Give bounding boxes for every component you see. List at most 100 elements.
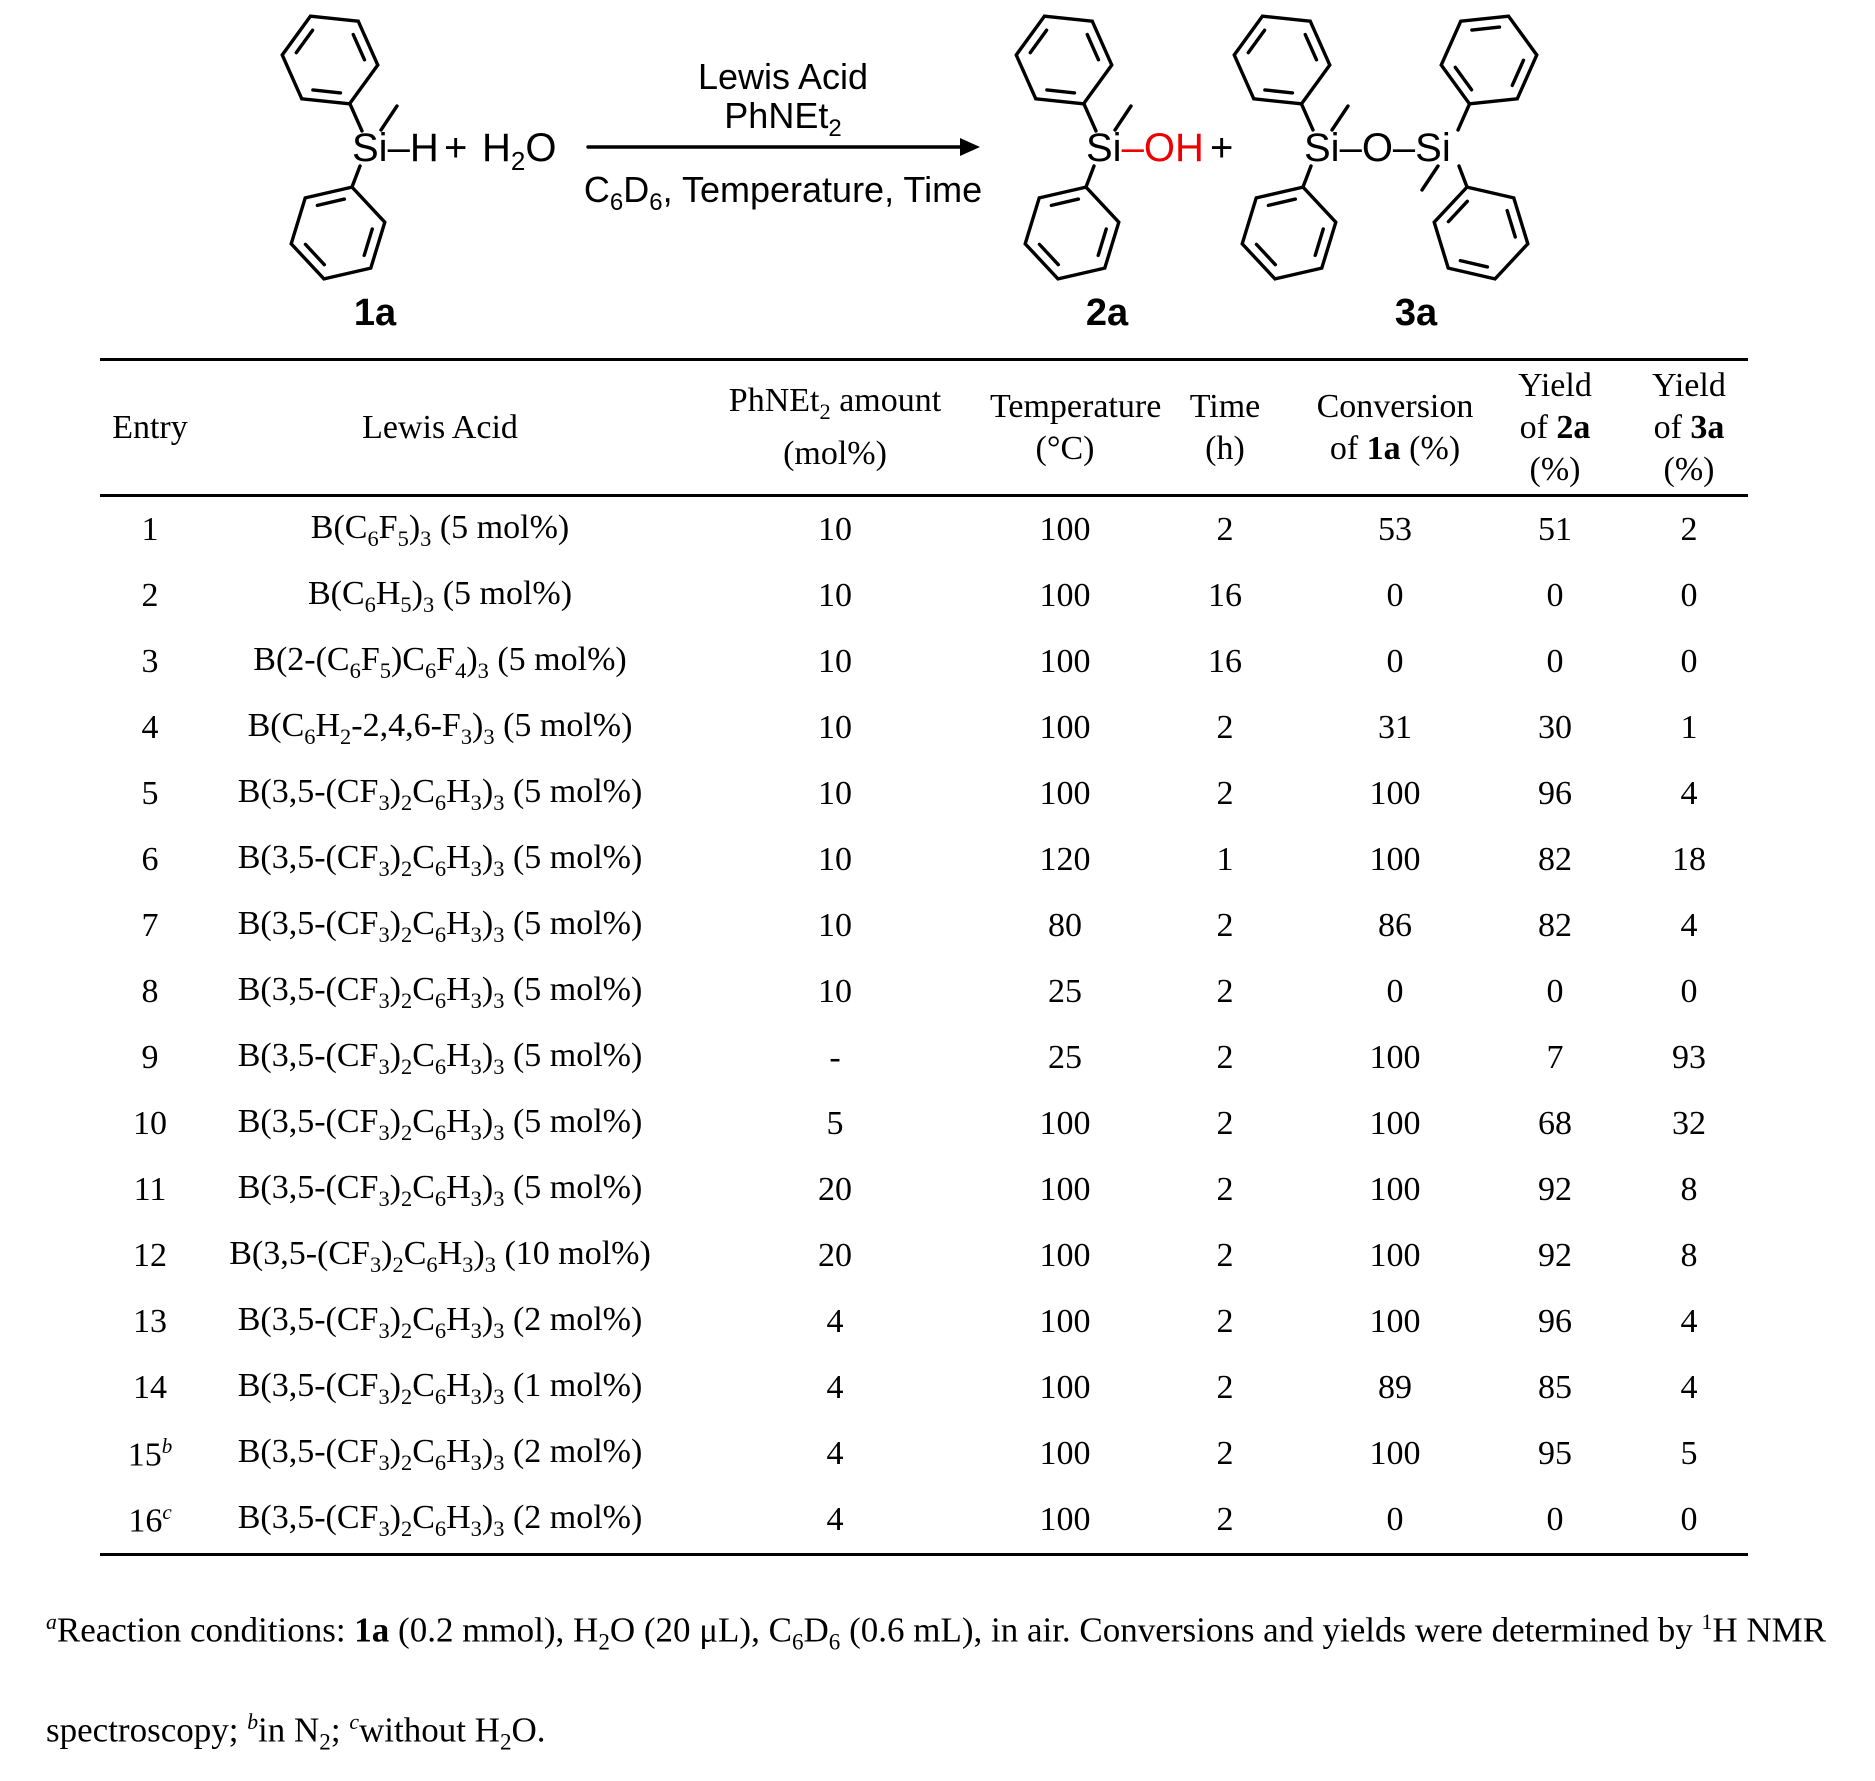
methyl-bond-line: [1420, 164, 1440, 192]
cell-entry: 12: [133, 1237, 167, 1274]
cell-lewis-acid: B(3,5-(CF3)2C6H3)3 (2 mol%): [237, 1498, 643, 1541]
cell-yield-3a: 8: [1680, 1171, 1698, 1208]
cell-time: 16: [1208, 577, 1242, 614]
cell-lewis-acid: B(3,5-(CF3)2C6H3)3 (2 mol%): [237, 1300, 643, 1343]
cell-yield-2a: 92: [1538, 1171, 1572, 1208]
cell-time: 2: [1216, 1039, 1234, 1076]
cell-yield-2a: 82: [1538, 841, 1572, 878]
cell-entry: 10: [133, 1105, 167, 1142]
cell-yield-2a: 82: [1538, 907, 1572, 944]
reactant-si-h-label: Si–H: [352, 126, 439, 170]
compound-label-3a: 3a: [1394, 292, 1438, 334]
cell-temperature: 100: [1039, 511, 1091, 548]
cell-temperature: 100: [1039, 1501, 1091, 1538]
cell-amount: 10: [818, 643, 852, 680]
cell-temperature: 120: [1039, 841, 1091, 878]
cell-yield-2a: 0: [1546, 577, 1564, 614]
col-header-lewis-acid: Lewis Acid: [200, 359, 680, 497]
cell-temperature: 100: [1039, 577, 1091, 614]
cell-yield-3a: 1: [1680, 709, 1698, 746]
cell-amount: 4: [826, 1435, 844, 1472]
arrow-condition-lewis-acid: Lewis Acid: [697, 56, 869, 97]
cell-entry: 5: [141, 775, 159, 812]
compound-label-2a: 2a: [1085, 292, 1129, 334]
cell-conversion: 0: [1386, 577, 1404, 614]
bond-line: [1299, 102, 1315, 132]
cell-amount: 20: [818, 1237, 852, 1274]
cell-temperature: 100: [1039, 1435, 1091, 1472]
benzene-ring: [1222, 0, 1342, 123]
cell-yield-2a: 51: [1538, 511, 1572, 548]
cell-time: 2: [1216, 1369, 1234, 1406]
cell-conversion: 100: [1369, 1303, 1421, 1340]
cell-entry: 14: [133, 1369, 167, 1406]
cell-amount: 10: [818, 709, 852, 746]
cell-entry: 2: [141, 577, 159, 614]
cell-yield-3a: 0: [1680, 643, 1698, 680]
cell-amount: 10: [818, 907, 852, 944]
cell-yield-2a: 92: [1538, 1237, 1572, 1274]
cell-entry: 4: [141, 709, 159, 746]
cell-conversion: 0: [1386, 643, 1404, 680]
col-header-temperature: Temperature(°C): [990, 359, 1161, 497]
cell-yield-3a: 4: [1680, 1303, 1698, 1340]
bond-line: [1457, 164, 1469, 189]
cell-time: 2: [1216, 775, 1234, 812]
cell-amount: 10: [818, 841, 852, 878]
cell-time: 2: [1216, 973, 1234, 1010]
cell-conversion: 100: [1369, 1435, 1421, 1472]
cell-lewis-acid: B(3,5-(CF3)2C6H3)3 (2 mol%): [237, 1432, 643, 1475]
benzene-ring: [270, 0, 390, 123]
cell-amount: 10: [818, 511, 852, 548]
cell-yield-2a: 0: [1546, 973, 1564, 1010]
cell-yield-3a: 4: [1680, 1369, 1698, 1406]
cell-lewis-acid: B(3,5-(CF3)2C6H3)3 (5 mol%): [237, 970, 643, 1013]
compound-label-1a: 1a: [353, 292, 397, 334]
siloxane-si-o-si-label: Si–O–Si: [1304, 126, 1451, 170]
cell-entry: 13: [133, 1303, 167, 1340]
cell-time: 2: [1216, 907, 1234, 944]
cell-time: 2: [1216, 1105, 1234, 1142]
bond-line: [1456, 102, 1472, 132]
methyl-bond-line: [1330, 104, 1350, 132]
arrow-condition-amine: PhNEt2: [724, 95, 842, 143]
cell-temperature: 100: [1039, 1369, 1091, 1406]
cell-yield-3a: 0: [1680, 1501, 1698, 1538]
col-header-time: Time(h): [1140, 359, 1310, 497]
cell-time: 1: [1216, 841, 1234, 878]
reaction-scheme: Si–H + H2O Lewis Acid PhNEt2 C6D6, Tempe…: [0, 0, 1875, 358]
cell-yield-2a: 68: [1538, 1105, 1572, 1142]
cell-temperature: 25: [1048, 973, 1082, 1010]
cell-entry: 6: [141, 841, 159, 878]
cell-yield-3a: 18: [1672, 841, 1706, 878]
cell-amount: 4: [826, 1369, 844, 1406]
cell-amount: 4: [826, 1303, 844, 1340]
cell-entry: 15b: [127, 1433, 173, 1474]
cell-conversion: 86: [1378, 907, 1412, 944]
cell-yield-2a: 0: [1546, 643, 1564, 680]
cell-time: 2: [1216, 1171, 1234, 1208]
structure-1a-skeleton: [270, 0, 399, 293]
cell-entry: 11: [133, 1171, 167, 1208]
cell-amount: 4: [826, 1501, 844, 1538]
cell-temperature: 100: [1039, 775, 1091, 812]
cell-conversion: 100: [1369, 841, 1421, 878]
cell-yield-2a: 30: [1538, 709, 1572, 746]
plus-sign: +: [444, 126, 468, 170]
cell-yield-3a: 5: [1680, 1435, 1698, 1472]
cell-amount: 20: [818, 1171, 852, 1208]
cell-temperature: 100: [1039, 1105, 1091, 1142]
cell-time: 2: [1216, 1501, 1234, 1538]
